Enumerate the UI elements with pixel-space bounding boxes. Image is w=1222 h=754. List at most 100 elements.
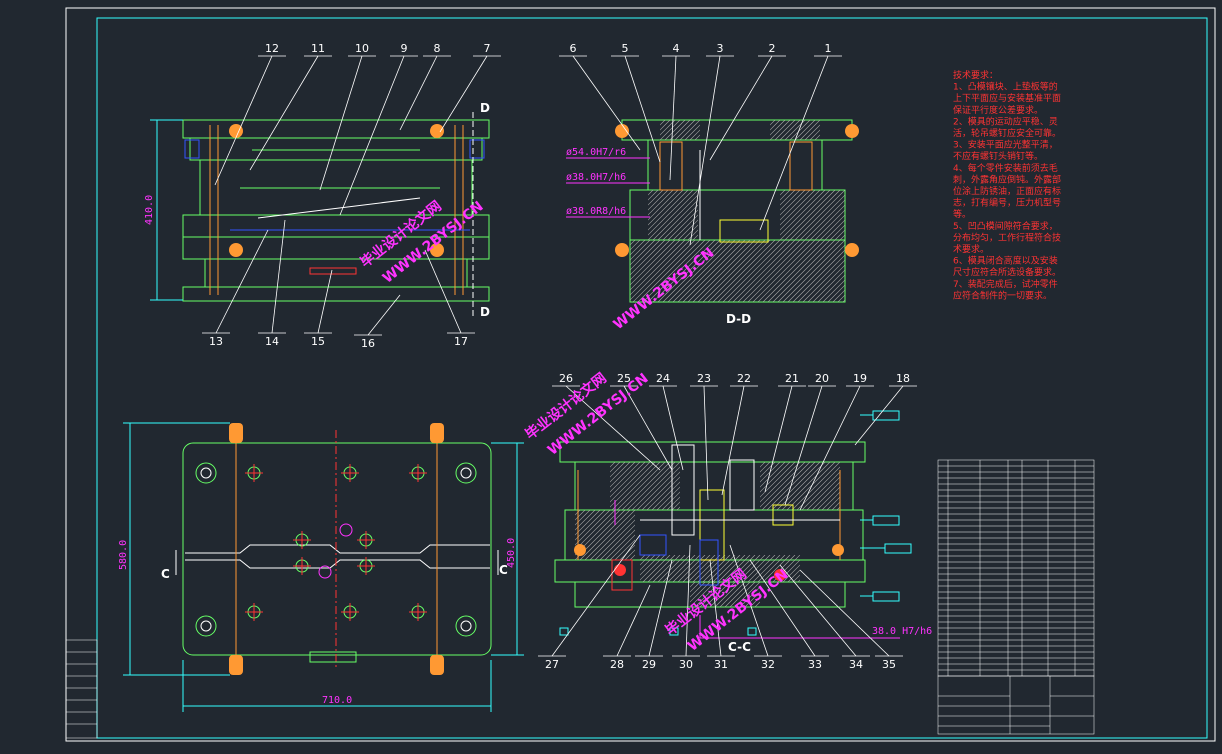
tech-requirement-line: 等。 <box>953 208 971 220</box>
leader-line <box>215 229 269 334</box>
left-revision-block <box>65 639 98 739</box>
leader-line <box>616 584 651 657</box>
title-block <box>937 675 1095 735</box>
tech-requirement-line: 志，打有编号，压力机型号 <box>953 197 1061 209</box>
callout-label: 33 <box>808 658 822 671</box>
callout-label: 21 <box>785 372 799 385</box>
callout-label: 6 <box>570 42 577 55</box>
leader-line <box>709 559 722 657</box>
leader-line <box>779 564 857 657</box>
callout-label: 12 <box>265 42 279 55</box>
dd-section <box>621 119 853 303</box>
tech-requirement-line: 术要求。 <box>953 243 989 255</box>
leader-line <box>784 385 823 506</box>
callout-label: 3 <box>717 42 724 55</box>
tech-requirement-line: 尺寸应符合所选设备要求。 <box>953 266 1061 278</box>
callout-label: 29 <box>642 658 656 671</box>
section-mark-c-right: C <box>499 563 508 577</box>
callout-label: 10 <box>355 42 369 55</box>
leader-line <box>662 385 684 471</box>
leader-line <box>424 249 462 334</box>
front-view-details <box>184 125 485 295</box>
inner-frame <box>96 17 1208 739</box>
dd-hatching <box>630 120 845 302</box>
plan-holes <box>195 462 477 637</box>
leader-line <box>399 55 438 131</box>
callout-label: 11 <box>311 42 325 55</box>
callout-label: 20 <box>815 372 829 385</box>
plan-height-right-label: 450.0 <box>506 538 517 568</box>
leader-line <box>339 55 405 216</box>
leader-line <box>214 55 273 186</box>
callout-label: 2 <box>769 42 776 55</box>
section-title-cc: C-C <box>728 640 751 654</box>
watermark-3: 毕业设计论文网 WWW.2BYSJ.CN <box>662 565 792 654</box>
plan-view <box>182 430 492 670</box>
section-mark-d-top: D <box>480 101 490 115</box>
callout-label: 27 <box>545 658 559 671</box>
callout-label: 15 <box>311 335 325 348</box>
tech-requirement-line: 4、每个零件安装前须去毛 <box>953 162 1058 174</box>
leader-line <box>764 385 793 493</box>
dd-details <box>659 141 813 243</box>
tech-requirement-line: 保证平行度公差要求。 <box>953 104 1043 116</box>
leader-line <box>703 385 709 501</box>
tech-requirement-line: 刺，外露角应倒钝。外露部 <box>953 173 1061 185</box>
tech-requirement-line: 分布均匀，工作行程符合技 <box>953 231 1061 243</box>
callout-label: 31 <box>714 658 728 671</box>
section-title-dd: D-D <box>726 312 751 326</box>
leader-line <box>749 559 816 657</box>
section-mark-c-left: C <box>161 567 170 581</box>
callout-label: 5 <box>622 42 629 55</box>
plan-width-label: 710.0 <box>322 695 352 706</box>
tech-requirement-line: 1、凸模镶块、上垫板等的 <box>953 81 1058 93</box>
leader-line <box>689 55 721 246</box>
callout-label: 25 <box>617 372 631 385</box>
leader-line <box>685 544 691 657</box>
cc-side-markers <box>559 410 912 636</box>
callout-label: 16 <box>361 337 375 350</box>
tech-requirement-line: 上下平面应与安装基准平面 <box>953 92 1061 104</box>
leader-line <box>721 385 745 496</box>
callout-label: 7 <box>484 42 491 55</box>
leader-line <box>565 385 661 471</box>
tech-requirement-line: 7、装配完成后，试冲零件 <box>953 278 1058 290</box>
callout-label: 26 <box>559 372 573 385</box>
leader-line <box>759 55 829 231</box>
plan-lugs <box>229 423 444 675</box>
cc-fit-label: 38.0 H7/h6 <box>872 626 932 637</box>
callout-label: 18 <box>896 372 910 385</box>
leader-line <box>572 55 641 151</box>
leader-line <box>799 385 861 511</box>
fit-label-3: ø38.0R8/h6 <box>566 206 626 217</box>
tech-requirement-line: 3、安装平面应光整平清， <box>953 139 1058 151</box>
callout-label: 30 <box>679 658 693 671</box>
leader-line <box>367 294 401 336</box>
callout-label: 32 <box>761 658 775 671</box>
tech-requirement-line: 2、模具的运动应平稳、灵 <box>953 115 1058 127</box>
callout-label: 34 <box>849 658 863 671</box>
tech-requirement-line: 5、凹凸模间隙符合要求， <box>953 220 1058 232</box>
section-mark-d-bottom: D <box>480 305 490 319</box>
cc-hatching <box>575 462 840 607</box>
callout-label: 28 <box>610 658 624 671</box>
callout-label: 9 <box>401 42 408 55</box>
callout-label: 14 <box>265 335 279 348</box>
callout-label: 22 <box>737 372 751 385</box>
tech-requirement-line: 不应有螺钉头销钉等。 <box>953 150 1043 162</box>
leader-line <box>624 55 661 163</box>
leader-line <box>271 219 286 334</box>
dd-bolts <box>615 124 859 257</box>
fit-label-2: ø38.0H7/h6 <box>566 172 626 183</box>
callout-label: 19 <box>853 372 867 385</box>
callout-label: 1 <box>825 42 832 55</box>
callout-label: 23 <box>697 372 711 385</box>
leader-line <box>317 269 333 334</box>
callout-label: 8 <box>434 42 441 55</box>
leader-lines <box>202 55 917 657</box>
leader-line <box>439 55 488 133</box>
leader-line <box>709 55 773 161</box>
leader-line <box>648 559 673 657</box>
tech-requirements: 技术要求：1、凸模镶块、上垫板等的上下平面应与安装基准平面保证平行度公差要求。2… <box>953 69 1061 301</box>
